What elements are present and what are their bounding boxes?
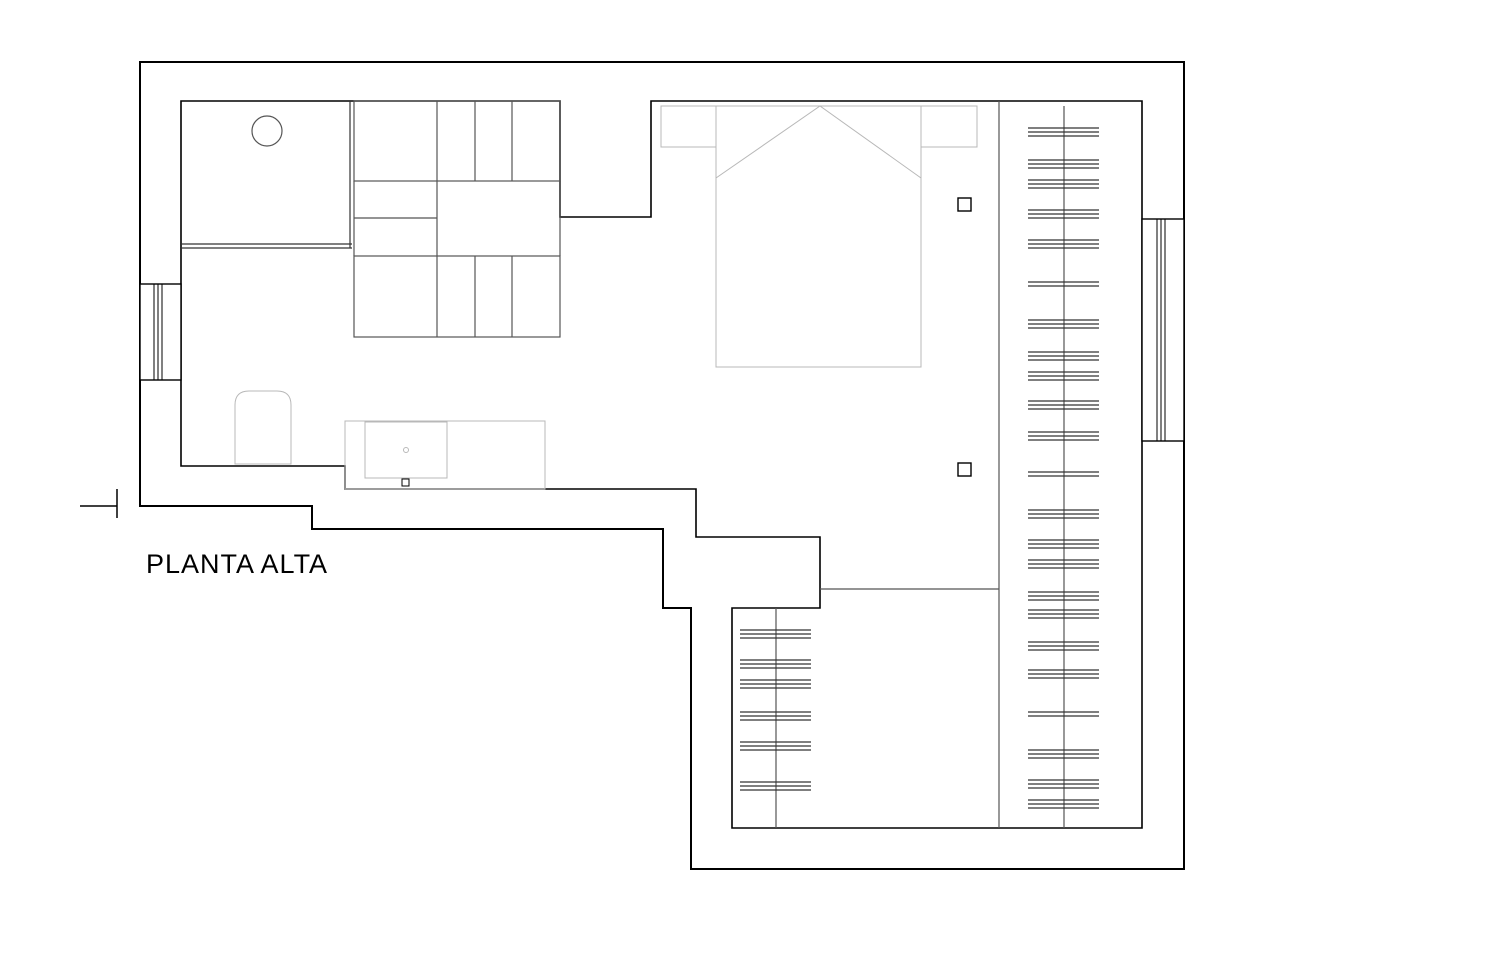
shower	[181, 101, 352, 249]
left-window	[139, 283, 182, 381]
wardrobe-hangers-bottom	[740, 629, 811, 791]
plan-title: PLANTA ALTA	[146, 549, 329, 579]
toilet	[234, 390, 292, 465]
storage-shelving	[353, 100, 561, 338]
shower-drain-icon	[251, 115, 283, 147]
column-marker	[957, 197, 972, 212]
bed	[660, 105, 978, 368]
wardrobe-partitions	[775, 101, 1065, 828]
right-window	[1141, 218, 1185, 442]
inner-wall	[180, 100, 1143, 829]
outer-wall	[139, 61, 1185, 870]
column-marker	[957, 462, 972, 477]
wardrobe-hangers-right	[1028, 127, 1099, 809]
vanity-sink	[344, 420, 546, 490]
section-marker-icon	[80, 489, 118, 518]
